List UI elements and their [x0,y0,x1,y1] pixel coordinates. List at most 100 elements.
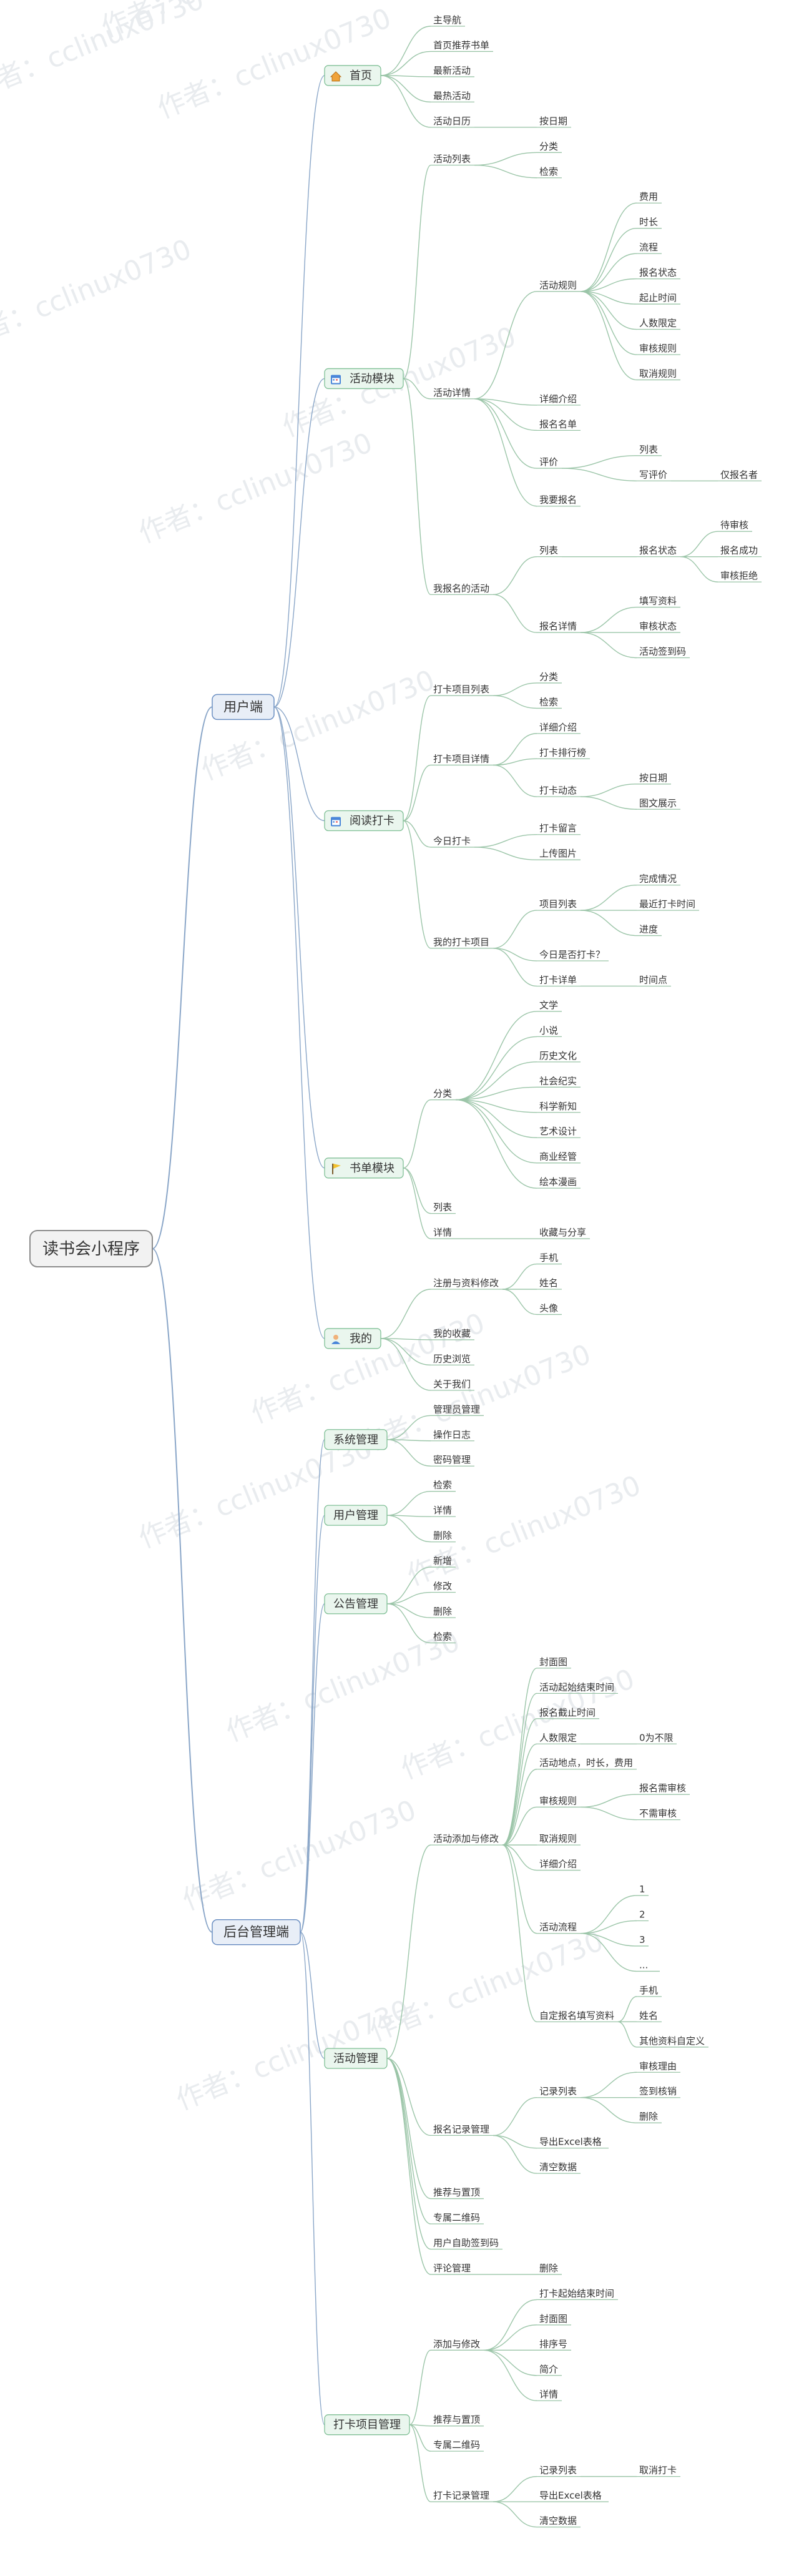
topic-branches-1-children-4-children-3-children-2: 清空数据 [537,2515,581,2528]
topic-branches-1-children-3-children-0-children-5-children-1: 不需审核 [637,1808,680,1821]
topic-branches-0-children-1-children-2-children-0-children-0-children-0: 待审核 [718,519,752,532]
topic-branches-0-children-1-children-2-children-1: 报名详情 [537,621,581,633]
topic-branches-0-children-1-children-2-children-0-children-0-children-2: 审核拒绝 [718,570,762,583]
topic-branches-1-children-4-children-3: 打卡记录管理 [431,2490,493,2502]
topic-branches-1-children-4-children-3-children-1: 导出Excel表格 [537,2490,609,2502]
topic-branches-0-children-3-children-0-children-5: 艺术设计 [537,1126,581,1138]
topic-label: 专属二维码 [433,2212,480,2223]
branch-node-branches-0: 用户端 [212,694,275,720]
topic-branches-0-children-2-children-3-children-0-children-0: 完成情况 [637,873,680,886]
topic-branches-1-children-1-children-1: 详情 [431,1505,456,1517]
topic-label: 删除 [539,2263,558,2274]
connector [455,1036,537,1101]
topic-label: 操作日志 [433,1429,471,1440]
topic-label: 上传图片 [539,848,577,859]
topic-branches-0-children-4-children-0: 注册与资料修改 [431,1277,502,1290]
connector [580,291,637,355]
connector [580,2097,637,2123]
topic-label: 取消规则 [539,1833,577,1844]
topic-branches-0-children-1-children-1-children-0-children-0: 费用 [637,191,662,204]
topic-label: 管理员管理 [433,1404,480,1415]
topic-label: 按日期 [639,772,667,784]
topic-branches-0-children-1-children-1-children-4: 我要报名 [537,494,581,507]
topic-label: 文学 [539,1000,558,1011]
topic-branches-1-children-2-children-1: 修改 [431,1581,456,1593]
connector [386,1490,431,1516]
topic-label: 审核拒绝 [720,570,758,581]
topic-label: 详细介绍 [539,393,577,405]
topic-branches-0-children-1-children-1-children-3-children-1: 写评价 [637,469,671,481]
connector [474,152,537,166]
connector [493,910,537,949]
connector [409,2424,431,2452]
topic-branches-1-children-3-children-1-children-1: 导出Excel表格 [537,2136,609,2149]
topic-branches-0-children-3-children-0-children-0: 文学 [537,1000,562,1012]
topic-label: 起止时间 [639,292,677,303]
topic-branches-1-children-3-children-0-children-8-children-2: 3 [637,1934,649,1947]
topic-label: 记录列表 [539,2086,577,2097]
topic-branches-1-children-4-children-0-children-3: 简介 [537,2364,562,2376]
home-icon [330,71,342,82]
topic-branches-0-children-2-children-1-children-2-children-1: 图文展示 [637,797,680,810]
module-node-branches-1-children-1: 用户管理 [324,1505,388,1526]
topic-branches-1-children-4-children-0-children-0: 打卡起始结束时间 [537,2288,618,2301]
user-icon [331,1334,340,1344]
topic-branches-0-children-3-children-0-children-1: 小说 [537,1025,562,1038]
module-node-branches-1-children-2: 公告管理 [324,1593,388,1615]
connector [455,1086,537,1101]
connector [273,706,325,1169]
connector [493,764,537,797]
topic-branches-0-children-1-children-1-children-0-children-3: 报名状态 [637,267,680,280]
connector [380,75,431,77]
topic-branches-0-children-2-children-3-children-0: 项目列表 [537,898,581,911]
connector [273,706,325,1339]
connector [580,1794,637,1808]
topic-label: 历史浏览 [433,1353,471,1364]
topic-label: 分类 [539,140,558,152]
topic-branches-0-children-2-children-1: 打卡项目详情 [431,753,493,766]
module-node-branches-1-children-3: 活动管理 [324,2048,388,2069]
connector [152,706,213,1249]
topic-label: 活动地点，时长，费用 [539,1757,633,1769]
topic-branches-0-children-4-children-0-children-2: 头像 [537,1302,562,1315]
connector [474,398,537,469]
topic-branches-0-children-1-children-1-children-0: 活动规则 [537,280,581,292]
connector [474,847,537,860]
connector [483,2349,537,2401]
connector [580,632,637,659]
connector [502,1806,537,1846]
topic-label: 详情 [433,1227,452,1238]
topic-label: 打卡记录管理 [433,2490,489,2501]
topic-branches-1-children-4-children-3-children-0-children-0: 取消打卡 [637,2465,680,2477]
topic-label: 我要报名 [539,494,577,506]
connector [386,1591,431,1605]
connector [474,834,537,848]
topic-branches-0-children-2-children-3: 我的打卡项目 [431,937,493,949]
topic-label: 填写资料 [639,596,677,607]
connector [493,948,537,987]
topic-label: 仅报名者 [720,469,758,480]
connector-layer [152,26,718,2528]
connector [380,1289,431,1339]
connector [403,378,431,596]
topic-label: 社会纪实 [539,1075,577,1086]
topic-label: 最新活动 [433,65,471,76]
connector [386,1603,431,1618]
connector [409,2424,431,2502]
topic-branches-0-children-1-children-2-children-1-children-1: 审核状态 [637,621,680,633]
topic-branches-0-children-4-children-0-children-1: 姓名 [537,1277,562,1290]
connector [386,1515,431,1543]
topic-label: 用户自助签到码 [433,2237,499,2248]
topic-branches-1-children-3-children-0-children-0: 封面图 [537,1656,571,1669]
topic-branches-0-children-3-children-0-children-2: 历史文化 [537,1050,581,1063]
connector [455,1099,537,1138]
connector [386,1515,431,1517]
connector [580,291,637,381]
topic-label: 我的收藏 [433,1328,471,1339]
topic-label: 主导航 [433,14,461,26]
connector [300,1932,325,2059]
topic-label: 报名记录管理 [433,2123,489,2135]
topic-label: 2 [639,1909,645,1920]
connector [386,1439,431,1467]
